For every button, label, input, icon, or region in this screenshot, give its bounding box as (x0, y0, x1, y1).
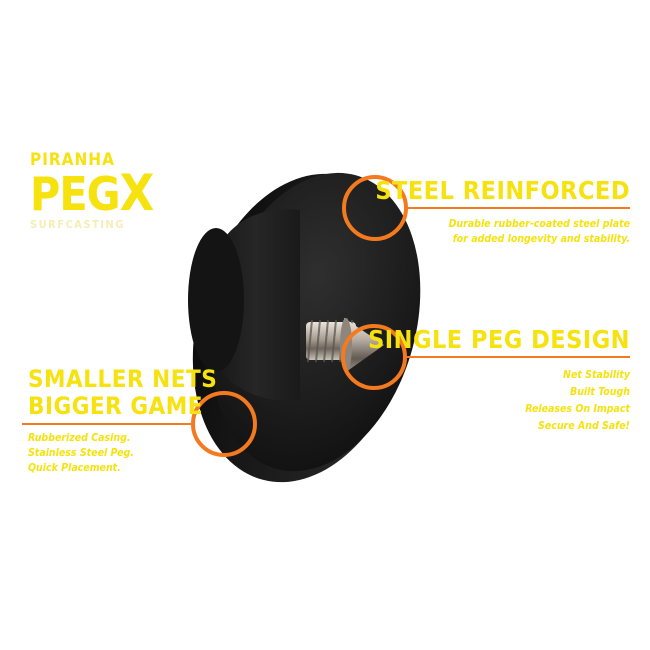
product-name: PEGX (30, 167, 154, 221)
peg-desc: Net Stability Built Tough Releases On Im… (525, 367, 630, 435)
callout-steel (342, 175, 630, 241)
peg-desc-line: Built Tough (570, 386, 630, 398)
product-tagline: SURFCASTING (30, 218, 125, 231)
steel-desc-line: for added longevity and stability. (452, 233, 630, 245)
callout-peg (341, 324, 630, 390)
peg-desc-line: Releases On Impact (525, 403, 630, 415)
brand-logo: PIRANHA PEGX SURFCASTING (30, 150, 154, 231)
nets-desc-line: Stainless Steel Peg. (28, 447, 134, 459)
nets-title-line: BIGGER GAME (28, 392, 203, 420)
nets-title: SMALLER NETS BIGGER GAME (28, 366, 217, 420)
nets-desc-line: Rubberized Casing. (28, 432, 131, 444)
product-name-main: PEG (30, 167, 121, 221)
brand-name: PIRANHA (30, 150, 115, 170)
steel-desc: Durable rubber-coated steel plate for ad… (449, 217, 630, 247)
rubber-hub (188, 209, 300, 401)
peg-desc-line: Net Stability (563, 369, 630, 381)
peg-title: SINGLE PEG DESIGN (368, 325, 630, 354)
steel-title: STEEL REINFORCED (375, 176, 630, 205)
nets-desc-line: Quick Placement. (28, 462, 121, 474)
nets-title-line: SMALLER NETS (28, 365, 218, 393)
callout-nets (22, 391, 257, 457)
product-name-accent: X (119, 164, 155, 222)
nets-desc: Rubberized Casing. Stainless Steel Peg. … (28, 431, 134, 476)
steel-desc-line: Durable rubber-coated steel plate (448, 218, 630, 230)
peg-desc-line: Secure And Safe! (538, 420, 630, 432)
